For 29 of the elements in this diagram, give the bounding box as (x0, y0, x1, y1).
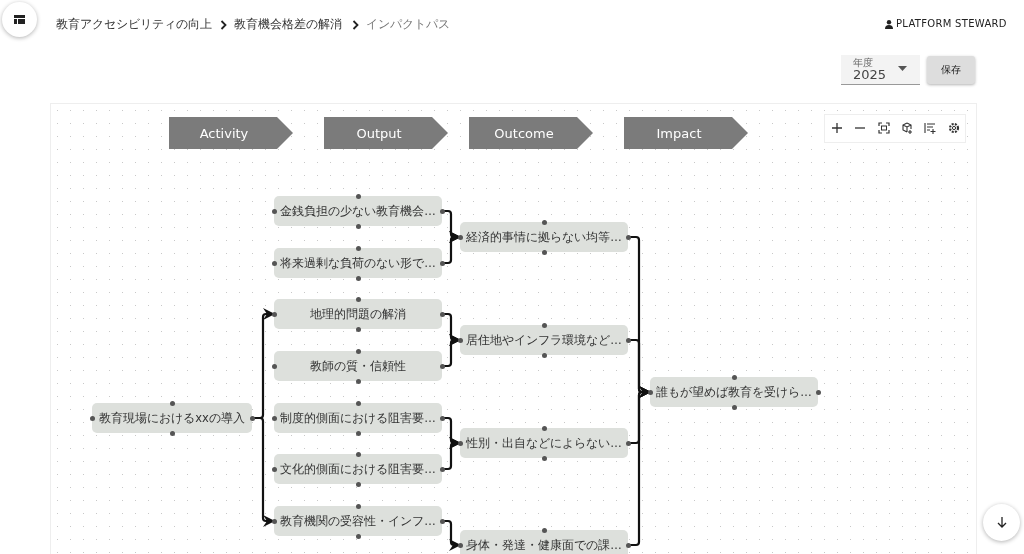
connector-arrow (628, 386, 651, 547)
connector-arrow (442, 437, 461, 471)
process-box: 地理的問題の解消 (274, 299, 442, 329)
process-box: 居住地やインフラ環境など… (460, 325, 628, 355)
process-box: 制度的側面における阻害要… (274, 403, 442, 433)
stage-chevron: Outcome (469, 117, 593, 149)
stage-chevron: Activity (169, 117, 293, 149)
connector-arrow (252, 416, 275, 527)
user-name: PLATFORM STEWARD (896, 18, 1007, 29)
process-box: 教育現場におけるxxの導入 (92, 403, 252, 433)
stage-chevron: Impact (624, 117, 748, 149)
process-box: 教師の質・信頼性 (274, 351, 442, 381)
process-box: 教育機関の受容性・インフ… (274, 506, 442, 536)
process-box: 身体・発達・健康面での課… (460, 530, 628, 554)
process-box: 金銭負担の少ない教育機会… (274, 196, 442, 226)
connector-arrow (442, 231, 461, 265)
connector-arrow (442, 334, 461, 368)
process-box: 経済的事情に拠らない均等… (460, 222, 628, 252)
breadcrumb-current: インパクトパス (366, 16, 450, 33)
connector-arrow (442, 519, 461, 551)
process-box: 将来過剰な負荷のない形で… (274, 248, 442, 278)
breadcrumb-link: 教育機会格差の解消 (234, 16, 342, 33)
year-select: 年度 2025 (841, 55, 920, 85)
breadcrumb-link: 教育アクセシビリティの向上 (56, 16, 212, 33)
save-button: 保存 (927, 56, 975, 84)
process-box: 性別・出自などによらない… (460, 428, 628, 458)
stage-chevron: Output (324, 117, 448, 149)
process-box: 文化的側面における阻害要… (274, 454, 442, 484)
process-box: 誰もが望めば教育を受けら… (650, 377, 818, 407)
